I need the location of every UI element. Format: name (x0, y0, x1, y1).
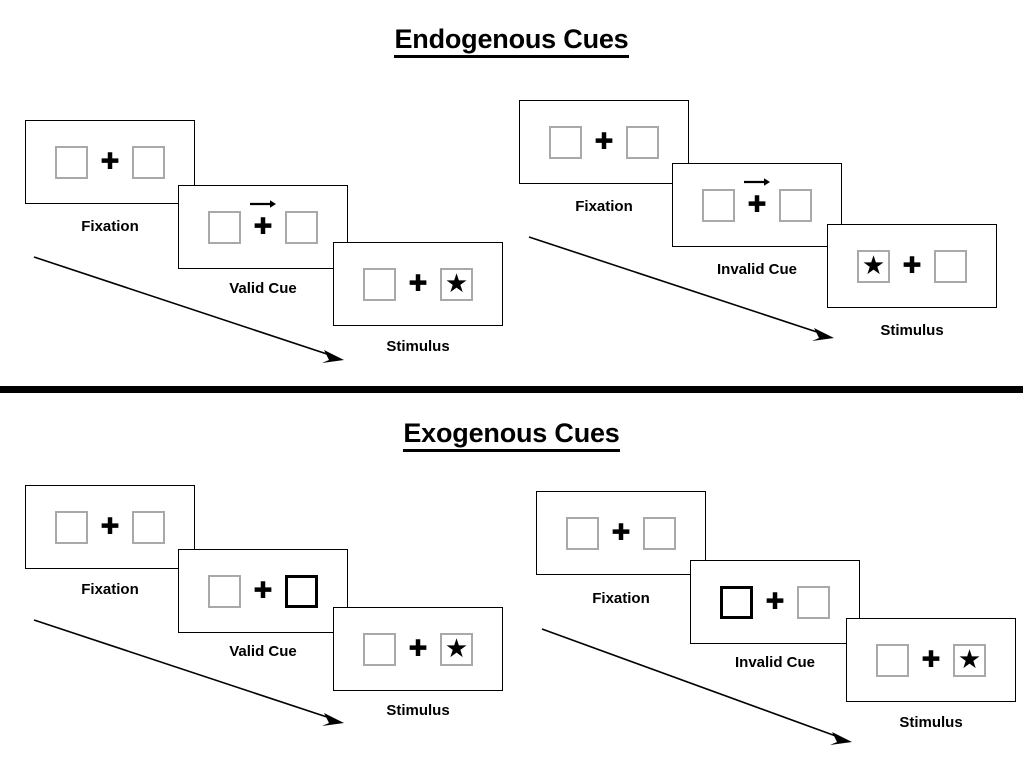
panel-label-exo-valid-cue: Valid Cue (229, 643, 297, 660)
fixation-area: ✚ (241, 199, 285, 240)
panel-content: ✚ (179, 186, 347, 268)
panel-endo-invalid-fixation: ✚ (519, 100, 689, 184)
panel-label-endo-invalid-cue: Invalid Cue (716, 261, 798, 278)
flow-arrow-endo-invalid (528, 236, 834, 341)
panel-endo-invalid-cue: ✚ (672, 163, 842, 247)
plus-icon: ✚ (594, 128, 614, 155)
flow-arrow-exo-valid (33, 619, 344, 726)
arrow-right-cue-icon (744, 177, 770, 186)
fixation-area: ✚ (890, 252, 934, 279)
panel-label-endo-valid-stimulus: Stimulus (386, 338, 450, 355)
slot-right (626, 125, 659, 159)
slot-left (876, 643, 909, 677)
slot-left (566, 516, 599, 550)
flow-arrow-endo-valid (33, 256, 344, 363)
panel-endo-valid-fixation: ✚ (25, 120, 195, 204)
panel-content: ✚ (691, 561, 859, 643)
panel-label-exo-invalid-stimulus: Stimulus (899, 714, 963, 731)
section-title-endogenous-text: Endogenous Cues (394, 24, 629, 58)
slot-left (702, 188, 735, 222)
plus-icon: ✚ (100, 148, 120, 175)
slot-left (363, 632, 396, 666)
slot-left: ★ (857, 249, 890, 283)
plus-icon: ✚ (611, 519, 631, 546)
slot-left (55, 510, 88, 544)
panel-content: ✚ (26, 486, 194, 568)
panel-content: ✚ (673, 164, 841, 246)
section-title-exogenous-text: Exogenous Cues (403, 418, 620, 452)
panel-label-exo-invalid-fixation: Fixation (592, 590, 650, 607)
flow-arrow-exo-invalid (541, 628, 852, 745)
plus-icon: ✚ (765, 588, 785, 615)
star-icon: ★ (444, 268, 469, 298)
plus-icon: ✚ (921, 646, 941, 673)
slot-left (549, 125, 582, 159)
section-divider (0, 386, 1023, 393)
fixation-area: ✚ (909, 646, 953, 673)
panel-endo-valid-stimulus: ✚ ★ (333, 242, 503, 326)
slot-right: ★ (440, 267, 473, 301)
panel-endo-invalid-stimulus: ★ ✚ (827, 224, 997, 308)
plus-icon: ✚ (100, 513, 120, 540)
plus-icon: ✚ (902, 252, 922, 279)
panel-exo-invalid-fixation: ✚ (536, 491, 706, 575)
panel-content: ✚ ★ (334, 608, 502, 690)
slot-right (285, 210, 318, 244)
fixation-area: ✚ (735, 177, 779, 218)
panel-content: ✚ ★ (334, 243, 502, 325)
panel-endo-valid-cue: ✚ (178, 185, 348, 269)
slot-right (797, 585, 830, 619)
slot-right (934, 249, 967, 283)
panel-exo-valid-cue: ✚ (178, 549, 348, 633)
section-title-exogenous: Exogenous Cues (0, 418, 1023, 452)
panel-content: ★ ✚ (828, 225, 996, 307)
slot-left (363, 267, 396, 301)
fixation-area: ✚ (396, 270, 440, 297)
star-icon: ★ (957, 644, 982, 674)
fixation-area: ✚ (599, 519, 643, 546)
plus-icon: ✚ (408, 635, 428, 662)
panel-label-endo-valid-cue: Valid Cue (229, 280, 297, 297)
plus-icon: ✚ (253, 577, 273, 604)
panel-label-exo-valid-fixation: Fixation (81, 581, 139, 598)
slot-left (55, 145, 88, 179)
star-icon: ★ (861, 250, 886, 280)
fixation-area: ✚ (88, 148, 132, 175)
slot-right-cued (285, 574, 318, 608)
panel-exo-valid-stimulus: ✚ ★ (333, 607, 503, 691)
slot-right (132, 510, 165, 544)
panel-label-exo-valid-stimulus: Stimulus (386, 702, 450, 719)
panel-exo-invalid-cue: ✚ (690, 560, 860, 644)
slot-left (208, 210, 241, 244)
panel-label-endo-valid-fixation: Fixation (81, 218, 139, 235)
plus-icon: ✚ (408, 270, 428, 297)
arrow-right-cue-icon (250, 199, 276, 208)
fixation-area: ✚ (241, 577, 285, 604)
panel-content: ✚ (520, 101, 688, 183)
slot-left-cued (720, 585, 753, 619)
panel-exo-invalid-stimulus: ✚ ★ (846, 618, 1016, 702)
slot-right (132, 145, 165, 179)
panel-content: ✚ (179, 550, 347, 632)
section-title-endogenous: Endogenous Cues (0, 24, 1023, 58)
slot-left (208, 574, 241, 608)
slot-right (779, 188, 812, 222)
panel-label-exo-invalid-cue: Invalid Cue (734, 654, 816, 671)
plus-icon: ✚ (747, 191, 767, 218)
panel-content: ✚ (26, 121, 194, 203)
panel-content: ✚ (537, 492, 705, 574)
panel-exo-valid-fixation: ✚ (25, 485, 195, 569)
panel-label-endo-invalid-stimulus: Stimulus (880, 322, 944, 339)
fixation-area: ✚ (753, 588, 797, 615)
slot-right (643, 516, 676, 550)
fixation-area: ✚ (396, 635, 440, 662)
fixation-area: ✚ (88, 513, 132, 540)
panel-content: ✚ ★ (847, 619, 1015, 701)
slot-right: ★ (953, 643, 986, 677)
star-icon: ★ (444, 633, 469, 663)
panel-label-endo-invalid-fixation: Fixation (575, 198, 633, 215)
slot-right: ★ (440, 632, 473, 666)
fixation-area: ✚ (582, 128, 626, 155)
plus-icon: ✚ (253, 213, 273, 240)
